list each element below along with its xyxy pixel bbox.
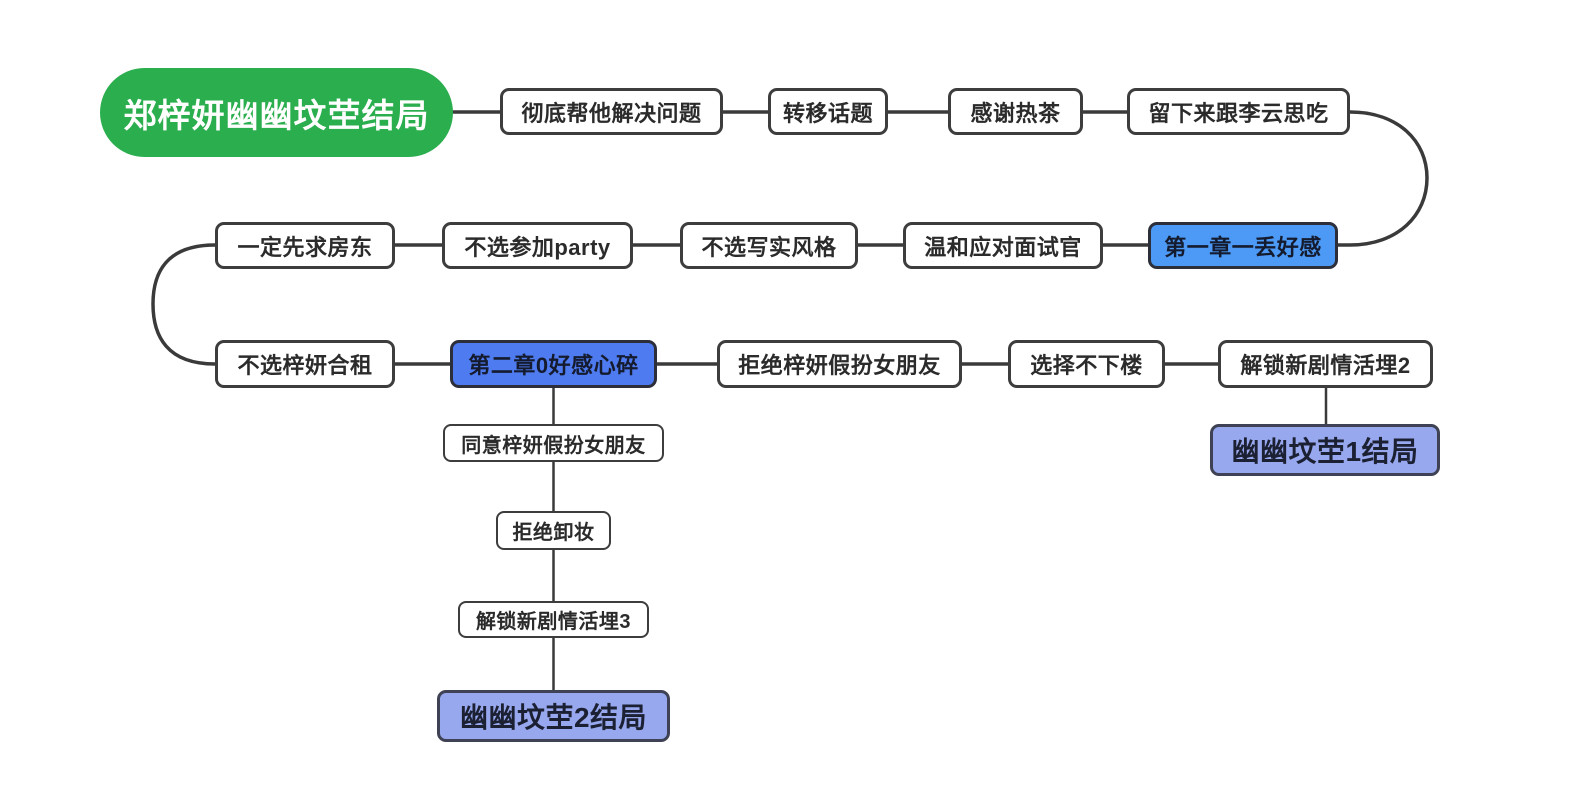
- flow-node: 解锁新剧情活埋2: [1218, 340, 1433, 388]
- flow-node: 同意梓妍假扮女朋友: [443, 424, 664, 462]
- flow-node: 转移话题: [768, 88, 888, 135]
- flow-node: 不选写实风格: [680, 222, 858, 269]
- flow-node: 选择不下楼: [1008, 340, 1165, 388]
- ending-node-1: 幽幽坟茔1结局: [1210, 424, 1440, 476]
- flow-node: 一定先求房东: [215, 222, 395, 269]
- flow-node: 不选参加party: [442, 222, 633, 269]
- ending-node-2: 幽幽坟茔2结局: [437, 690, 670, 742]
- milestone-node-chapter2: 第二章0好感心碎: [450, 340, 657, 388]
- flow-node: 留下来跟李云思吃: [1127, 88, 1350, 135]
- flow-node: 拒绝梓妍假扮女朋友: [717, 340, 962, 388]
- flow-node: 彻底帮他解决问题: [500, 88, 723, 135]
- flow-node: 拒绝卸妆: [496, 511, 611, 550]
- connector-right-loop: [1336, 110, 1429, 247]
- flow-node: 不选梓妍合租: [215, 340, 395, 388]
- flow-node: 解锁新剧情活埋3: [458, 601, 649, 638]
- flow-node: 温和应对面试官: [903, 222, 1103, 269]
- root-node: 郑梓妍幽幽坟茔结局: [100, 68, 453, 157]
- flow-node: 感谢热茶: [948, 88, 1083, 135]
- milestone-node-chapter1: 第一章一丢好感: [1148, 222, 1338, 269]
- connector-left-loop: [151, 243, 217, 366]
